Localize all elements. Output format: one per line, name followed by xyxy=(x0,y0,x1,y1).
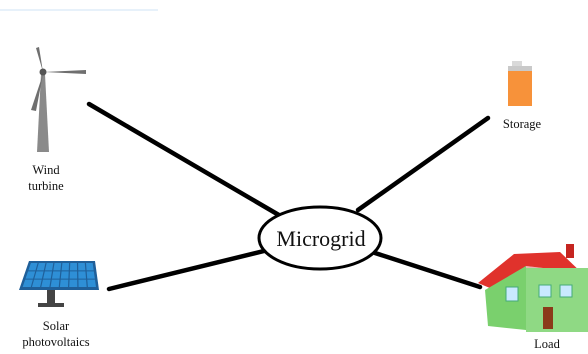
solar-cell xyxy=(22,279,33,287)
solar-cell xyxy=(60,271,69,279)
wind-turbine-label: Wind turbine xyxy=(14,162,78,194)
solar-cell xyxy=(61,263,70,271)
microgrid-ellipse xyxy=(257,205,383,271)
solar-cell xyxy=(51,271,61,279)
solar-cell xyxy=(45,263,54,271)
wind-label-line-2: turbine xyxy=(28,179,64,193)
microgrid-label: Microgrid xyxy=(276,226,366,251)
solar-cell xyxy=(78,279,87,287)
storage-label-line-1: Storage xyxy=(502,117,542,131)
solar-cell xyxy=(28,263,38,271)
storage-label: Storage xyxy=(482,116,562,132)
wind-turbine-icon xyxy=(31,47,86,152)
solar-cell xyxy=(59,279,69,287)
solar-cell xyxy=(86,271,95,279)
connector-storage xyxy=(355,115,491,213)
solar-cell xyxy=(86,263,94,271)
connector-solar xyxy=(106,247,271,292)
connector-lines xyxy=(86,101,491,292)
solar-cell xyxy=(87,279,96,287)
solar-cell xyxy=(69,263,78,271)
connector-wind xyxy=(86,101,287,221)
solar-panel-icon xyxy=(19,261,99,307)
battery-icon xyxy=(508,61,532,106)
solar-label-line-1: Solar xyxy=(42,319,70,333)
solar-label-line-2: photovoltaics xyxy=(22,335,90,349)
house-icon xyxy=(478,244,588,332)
connector-load xyxy=(372,250,483,290)
wind-label-line-1: Wind xyxy=(32,163,60,177)
solar-cell xyxy=(34,271,44,279)
solar-cell xyxy=(31,279,42,287)
solar-cell xyxy=(78,271,87,279)
solar-cell xyxy=(50,279,60,287)
load-label-line-1: Load xyxy=(534,337,560,351)
solar-cell xyxy=(78,263,86,271)
solar-cell xyxy=(43,271,52,279)
solar-cell xyxy=(36,263,46,271)
load-label: Load xyxy=(515,336,579,352)
solar-cell xyxy=(25,271,36,279)
solar-cell xyxy=(53,263,62,271)
solar-pv-label: Solar photovoltaics xyxy=(0,318,112,350)
solar-cell xyxy=(69,279,78,287)
solar-cell xyxy=(41,279,51,287)
solar-cell xyxy=(69,271,78,279)
